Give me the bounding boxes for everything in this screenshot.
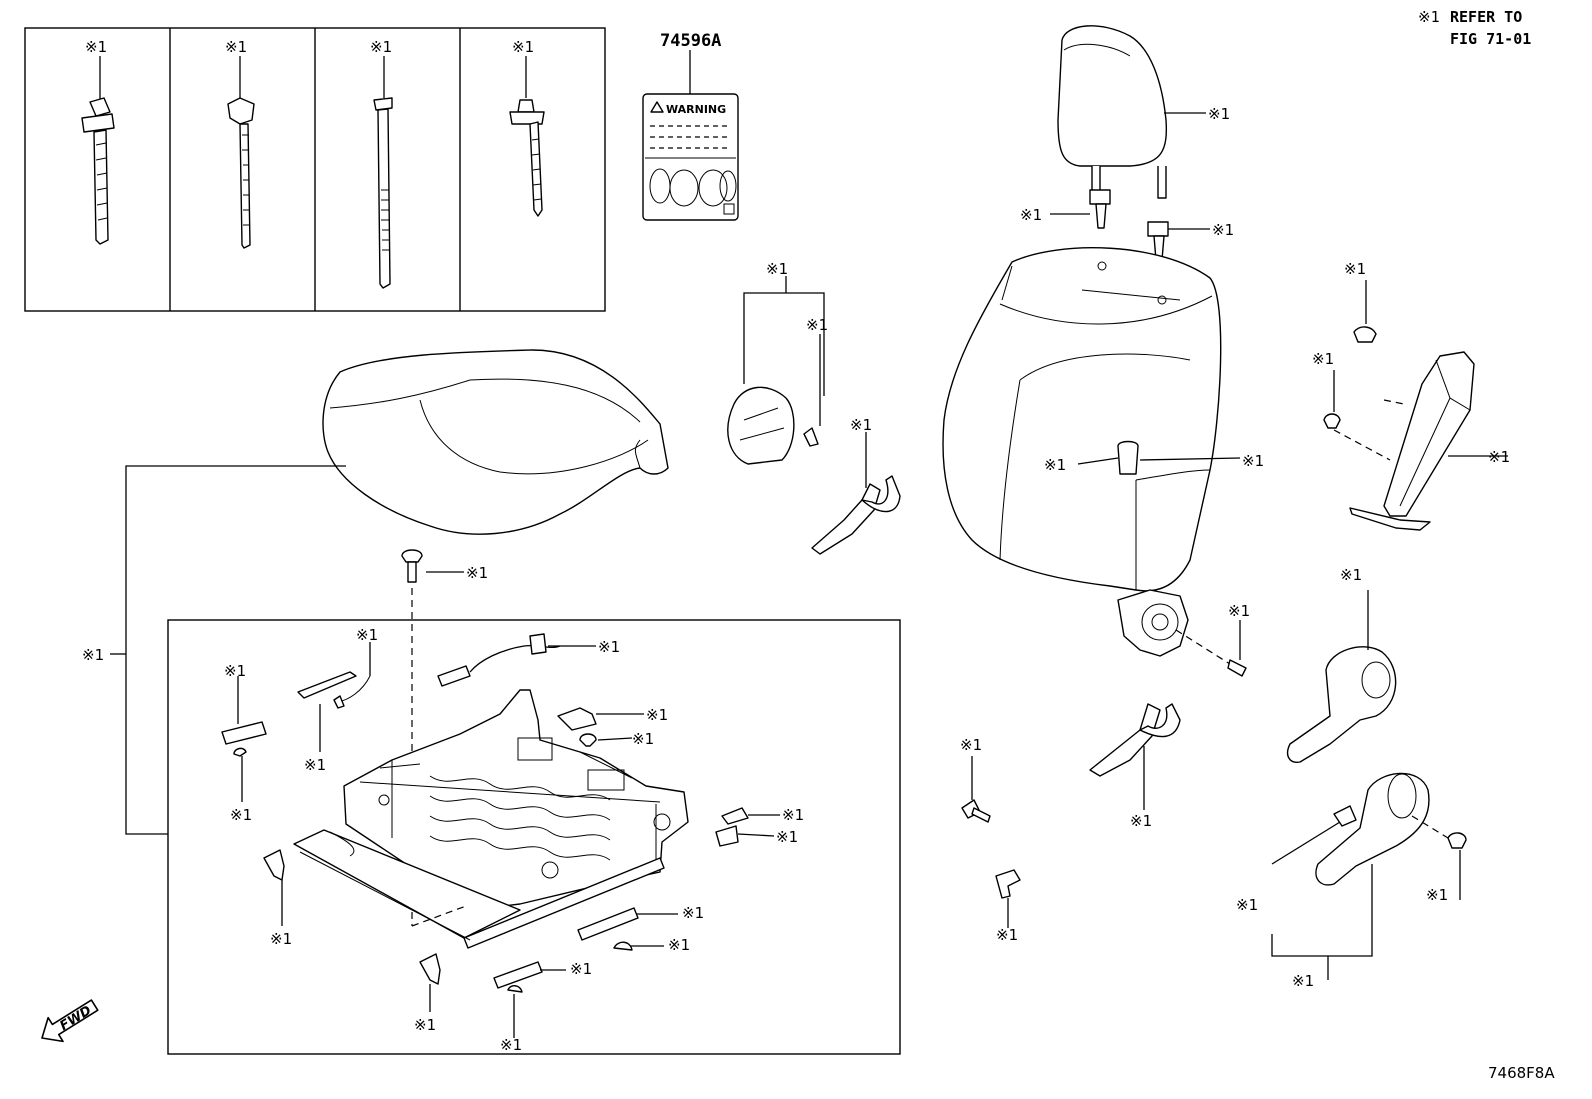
- wiring-harness[interactable]: [437, 633, 596, 687]
- callout: ※1: [1488, 448, 1510, 466]
- seat-back[interactable]: [942, 247, 1241, 592]
- seat-frame-panel: [167, 619, 901, 1055]
- legend-line-1: REFER TO: [1450, 8, 1522, 26]
- cushion-bolt[interactable]: [401, 549, 464, 583]
- callouts: ※1 ※1 ※1 ※1 ※1 ※1 ※1 ※1 ※1 ※1 ※1 ※1 ※1 ※…: [82, 38, 1510, 1054]
- cable-tie-clip-3[interactable]: [373, 56, 393, 289]
- garnish-clip[interactable]: [1323, 370, 1341, 429]
- legend-symbol: ※1: [1418, 8, 1440, 26]
- recliner-bolt[interactable]: [1227, 620, 1247, 677]
- frame-clip-right[interactable]: [715, 807, 780, 847]
- cushion-bracket-line: [125, 465, 346, 835]
- cable-tie-clip-4[interactable]: [509, 56, 545, 217]
- side-garnish[interactable]: [1333, 351, 1508, 531]
- diagram-id: 7468F8A: [1488, 1064, 1555, 1082]
- callout: ※1: [632, 730, 654, 748]
- callout: ※1: [960, 736, 982, 754]
- callout: ※1: [224, 662, 246, 680]
- callout: ※1: [1020, 206, 1042, 224]
- callout: ※1: [776, 828, 798, 846]
- callout: ※1: [1312, 350, 1334, 368]
- recliner-cover-screw[interactable]: [1447, 832, 1467, 900]
- callout: ※1: [682, 904, 704, 922]
- callout: ※1: [668, 936, 690, 954]
- garnish-nut[interactable]: [1353, 280, 1377, 343]
- callout: ※1: [1242, 452, 1264, 470]
- callout: ※1: [570, 960, 592, 978]
- hinge-cover[interactable]: [727, 276, 825, 465]
- headrest[interactable]: [1057, 25, 1206, 199]
- callout: ※1: [85, 38, 107, 56]
- callout: ※1: [1426, 886, 1448, 904]
- rail-clip-left[interactable]: [263, 849, 285, 926]
- legend-line-2: FIG 71-01: [1450, 30, 1531, 48]
- recliner-cover-clip[interactable]: [1333, 805, 1357, 827]
- callout: ※1: [1044, 456, 1066, 474]
- seat-side-bracket[interactable]: [811, 432, 901, 555]
- seat-clip-lower[interactable]: [995, 869, 1021, 928]
- callout: ※1: [356, 626, 378, 644]
- callout: ※1: [598, 638, 620, 656]
- headrest-guide-right[interactable]: [1147, 221, 1210, 261]
- rail-cover-left[interactable]: [221, 676, 267, 802]
- callout: ※1: [850, 416, 872, 434]
- callout: ※1: [414, 1016, 436, 1034]
- legend: ※1 REFER TO FIG 71-01: [1418, 8, 1531, 48]
- callout: ※1: [225, 38, 247, 56]
- frame-clip-upper[interactable]: [557, 707, 644, 747]
- callout: ※1: [1292, 972, 1314, 990]
- clip-panel: [24, 27, 606, 312]
- callout: ※1: [806, 316, 828, 334]
- callout: ※1: [270, 930, 292, 948]
- callout: ※1: [1212, 221, 1234, 239]
- rail-cover-lower[interactable]: [493, 961, 566, 1038]
- seat-rails[interactable]: [293, 829, 665, 949]
- callout: ※1: [304, 756, 326, 774]
- part-code-label: 74596A: [660, 31, 721, 51]
- callout: ※1: [370, 38, 392, 56]
- recliner-cover-lower[interactable]: [1271, 772, 1430, 980]
- callout: ※1: [1236, 896, 1258, 914]
- callout: ※1: [996, 926, 1018, 944]
- callout: ※1: [1228, 602, 1250, 620]
- cable-tie-clip-2[interactable]: [227, 56, 255, 249]
- recliner-mechanism[interactable]: [1117, 589, 1189, 657]
- fwd-arrow-icon: FWD: [41, 999, 99, 1043]
- recliner-cover-upper[interactable]: [1286, 590, 1397, 763]
- headrest-guide-left[interactable]: [1050, 189, 1111, 229]
- fwd-text: FWD: [57, 1003, 94, 1034]
- warning-label-text: WARNING: [666, 103, 726, 116]
- rail-cover-left-upper[interactable]: [297, 642, 371, 752]
- callout: ※1: [1130, 812, 1152, 830]
- callout: ※1: [1208, 105, 1230, 123]
- seat-back-bracket-lower[interactable]: [1089, 703, 1181, 810]
- rail-cover-right[interactable]: [577, 907, 678, 951]
- callout: ※1: [466, 564, 488, 582]
- callout: ※1: [1344, 260, 1366, 278]
- callout: ※1: [500, 1036, 522, 1054]
- callout: ※1: [1340, 566, 1362, 584]
- cable-tie-clip-1[interactable]: [81, 56, 115, 245]
- callout: ※1: [766, 260, 788, 278]
- warning-label-part[interactable]: WARNING: [642, 50, 739, 221]
- seat-bolt-lower[interactable]: [961, 756, 991, 823]
- callout: ※1: [230, 806, 252, 824]
- callout: ※1: [782, 806, 804, 824]
- callout: ※1: [646, 706, 668, 724]
- callout: ※1: [512, 38, 534, 56]
- callout: ※1: [82, 646, 104, 664]
- rail-clip-lower[interactable]: [419, 953, 441, 1012]
- seat-cushion[interactable]: [322, 349, 669, 535]
